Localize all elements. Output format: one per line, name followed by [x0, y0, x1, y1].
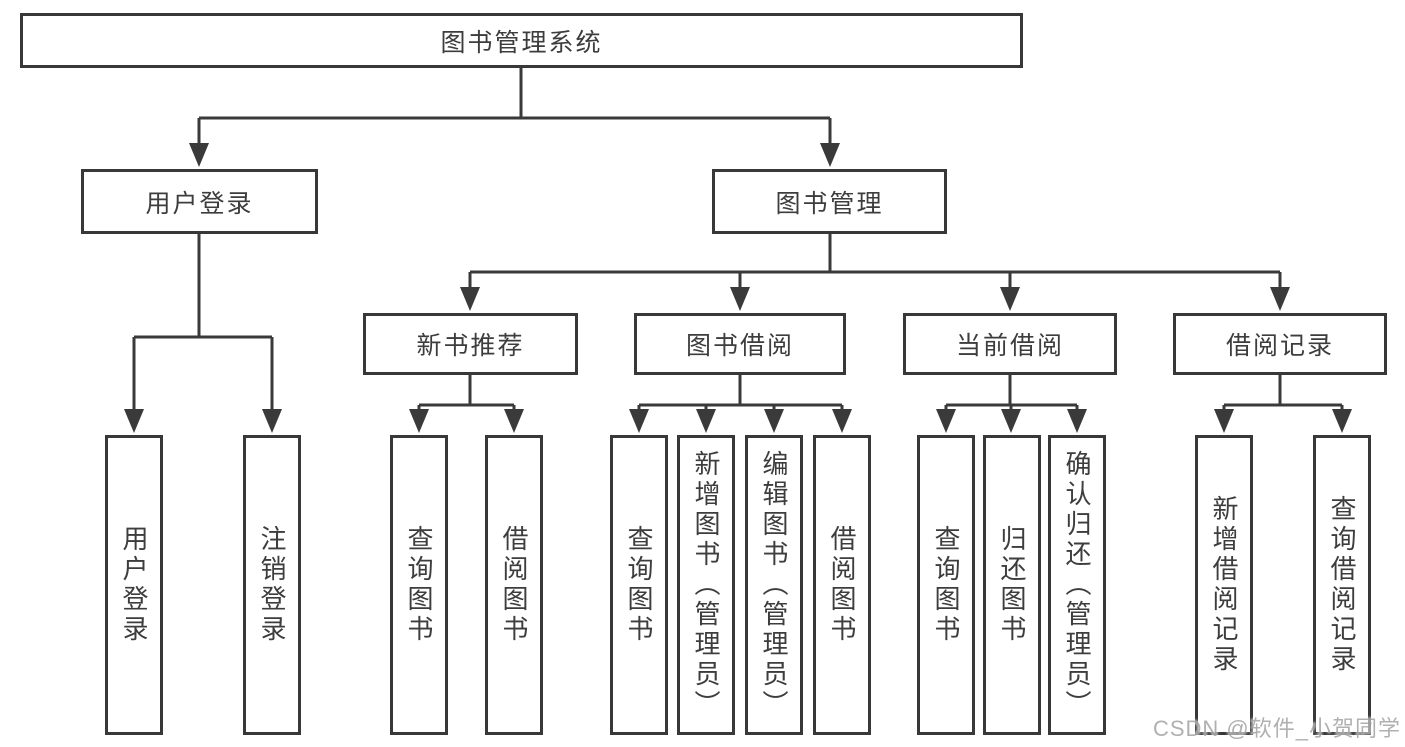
leaf-query-books-recommend: 查询图书: [390, 435, 448, 735]
leaf-add-book-admin: 新增图书（管理员）: [677, 435, 735, 735]
csdn-watermark: CSDN @软件_小贺同学: [1152, 716, 1401, 741]
leaf-query-books-current: 查询图书: [917, 435, 975, 735]
node-book-borrow: 图书借阅: [634, 313, 846, 375]
leaf-return-book: 归还图书: [983, 435, 1041, 735]
node-library-management-system: 图书管理系统: [20, 13, 1023, 68]
node-current-borrow: 当前借阅: [903, 313, 1117, 375]
leaf-user-login: 用户登录: [105, 435, 163, 735]
leaf-add-borrow-record: 新增借阅记录: [1195, 435, 1253, 735]
node-borrow-records: 借阅记录: [1173, 313, 1387, 375]
leaf-query-books-borrow: 查询图书: [610, 435, 668, 735]
leaf-logout: 注销登录: [243, 435, 301, 735]
leaf-borrow-books-recommend: 借阅图书: [485, 435, 543, 735]
leaf-confirm-return-admin: 确认归还（管理员）: [1048, 435, 1106, 735]
leaf-borrow-books: 借阅图书: [813, 435, 871, 735]
node-user-login: 用户登录: [81, 169, 318, 234]
node-book-management: 图书管理: [712, 169, 947, 234]
leaf-edit-book-admin: 编辑图书（管理员）: [745, 435, 803, 735]
leaf-query-borrow-record: 查询借阅记录: [1313, 435, 1371, 735]
node-new-book-recommend: 新书推荐: [363, 313, 578, 375]
